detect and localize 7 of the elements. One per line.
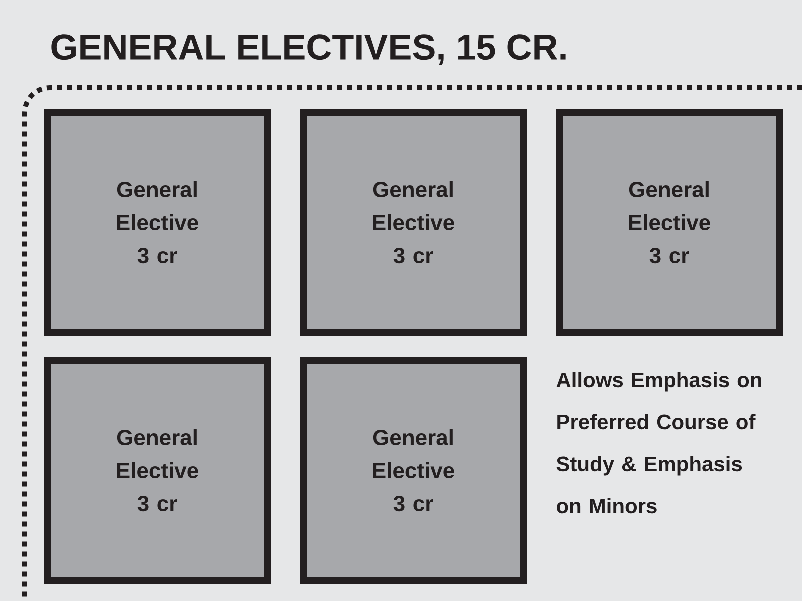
- course-box: General Elective 3 cr: [556, 109, 783, 336]
- note-text: Allows Emphasis on Preferred Course of Study & Emphasis on Minors: [556, 372, 762, 514]
- course-box: General Elective 3 cr: [300, 109, 527, 336]
- section-heading: GENERAL ELECTIVES, 15 CR.: [52, 34, 566, 66]
- course-box: General Elective 3 cr: [44, 109, 271, 336]
- course-box: General Elective 3 cr: [44, 357, 271, 584]
- course-box: General Elective 3 cr: [300, 357, 527, 584]
